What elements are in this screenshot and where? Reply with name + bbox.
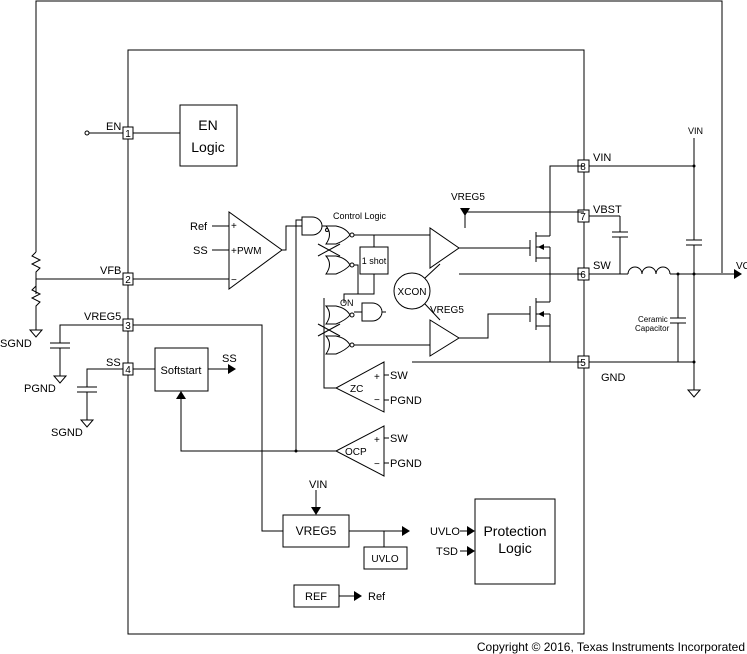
copyright-text: Copyright © 2016, Texas Instruments Inco… xyxy=(477,640,745,654)
ceramic-label-2: Capacitor xyxy=(635,324,670,333)
and-gate-1 xyxy=(301,216,323,236)
svg-text:2: 2 xyxy=(125,275,131,286)
feedback-top-wire xyxy=(35,0,723,273)
en-logic-label-2: Logic xyxy=(191,139,224,155)
uvlo-block xyxy=(363,546,408,570)
one-shot-block xyxy=(359,246,389,275)
vin-external-label: VIN xyxy=(688,126,703,136)
pin-3: 3 xyxy=(122,318,134,332)
high-side-driver xyxy=(429,227,460,269)
tsd-input-label: TSD xyxy=(436,546,458,558)
softstart-ss-out: SS xyxy=(222,353,237,365)
latch-bottom-gate-2 xyxy=(324,335,351,355)
protection-logic-label-1: Protection xyxy=(483,523,546,539)
vreg5-mid-label: VREG5 xyxy=(430,305,464,316)
ref-block-label: REF xyxy=(305,591,327,603)
vreg5-top-label: VREG5 xyxy=(451,192,485,203)
ocp-pgnd-input: PGND xyxy=(390,458,422,470)
sw-pin-label: SW xyxy=(593,260,611,272)
ocp-comparator xyxy=(334,425,385,477)
svg-text:−: − xyxy=(374,395,380,406)
softstart-label: Softstart xyxy=(161,365,202,377)
one-shot-label: 1 shot xyxy=(362,256,387,266)
svg-text:+: + xyxy=(374,372,380,383)
vin-pin-label: VIN xyxy=(593,152,611,164)
low-side-mosfet xyxy=(529,274,584,363)
svg-text:4: 4 xyxy=(125,365,131,376)
xcon-label: XCON xyxy=(398,287,427,298)
zc-label: ZC xyxy=(350,384,363,395)
svg-text:6: 6 xyxy=(580,270,586,281)
svg-text:1: 1 xyxy=(125,129,131,140)
latch-bottom-gate-1 xyxy=(324,305,351,325)
softstart-block xyxy=(154,347,209,392)
gnd-pin-label: GND xyxy=(601,372,626,384)
low-side-driver xyxy=(429,319,460,357)
svg-text:+: + xyxy=(231,246,237,257)
sgnd-label-1: SGND xyxy=(0,338,32,350)
pwm-ref-input: Ref xyxy=(190,221,208,233)
svg-text:−: − xyxy=(231,275,237,286)
zc-pgnd-input: PGND xyxy=(390,395,422,407)
latch-top-gate-2 xyxy=(324,255,351,275)
vout-label: VO xyxy=(736,261,747,272)
en-pin-label: EN xyxy=(106,121,121,133)
xcon-circle xyxy=(393,272,431,310)
zc-sw-input: SW xyxy=(390,370,408,382)
ic-boundary xyxy=(127,49,585,635)
svg-text:+: + xyxy=(231,221,237,232)
ocp-label: OCP xyxy=(345,447,367,458)
uvlo-block-label: UVLO xyxy=(371,554,398,565)
pwm-ss-input: SS xyxy=(193,245,208,257)
high-side-mosfet xyxy=(529,165,584,274)
uvlo-input-label: UVLO xyxy=(430,526,460,538)
vfb-pin-label: VFB xyxy=(100,265,121,277)
pin-1: 1 xyxy=(122,126,134,140)
and-gate-2 xyxy=(361,302,383,322)
ss-pin-label: SS xyxy=(106,357,121,369)
svg-text:3: 3 xyxy=(125,321,131,332)
on-label: ON xyxy=(340,298,354,308)
vreg5-block-label: VREG5 xyxy=(296,524,337,538)
latch-top-gate-1 xyxy=(324,225,351,245)
pin-2: 2 xyxy=(122,272,134,286)
svg-text:7: 7 xyxy=(580,212,586,223)
pin-4: 4 xyxy=(122,362,134,376)
en-terminal xyxy=(84,130,90,136)
svg-text:8: 8 xyxy=(580,162,586,173)
ceramic-label-1: Ceramic xyxy=(638,315,668,324)
control-logic-label: Control Logic xyxy=(333,211,387,221)
svg-text:5: 5 xyxy=(580,358,586,369)
inductor xyxy=(627,266,671,275)
pgnd-label-left: PGND xyxy=(24,383,56,395)
ocp-sw-input: SW xyxy=(390,433,408,445)
protection-logic-label-2: Logic xyxy=(498,540,531,556)
vbst-pin-label: VBST xyxy=(593,204,622,216)
vreg5-block xyxy=(282,514,350,548)
sgnd-label-2: SGND xyxy=(51,427,83,439)
vreg5-pin-label: VREG5 xyxy=(84,311,121,323)
protection-logic-block xyxy=(474,498,556,585)
svg-text:+: + xyxy=(374,435,380,446)
vreg5-vin-label: VIN xyxy=(309,479,327,491)
en-logic-label-1: EN xyxy=(198,117,217,133)
svg-text:−: − xyxy=(374,459,380,470)
zc-comparator xyxy=(334,361,385,413)
ref-out-label: Ref xyxy=(368,591,386,603)
en-logic-block xyxy=(179,104,238,167)
pwm-label: PWM xyxy=(237,246,261,257)
